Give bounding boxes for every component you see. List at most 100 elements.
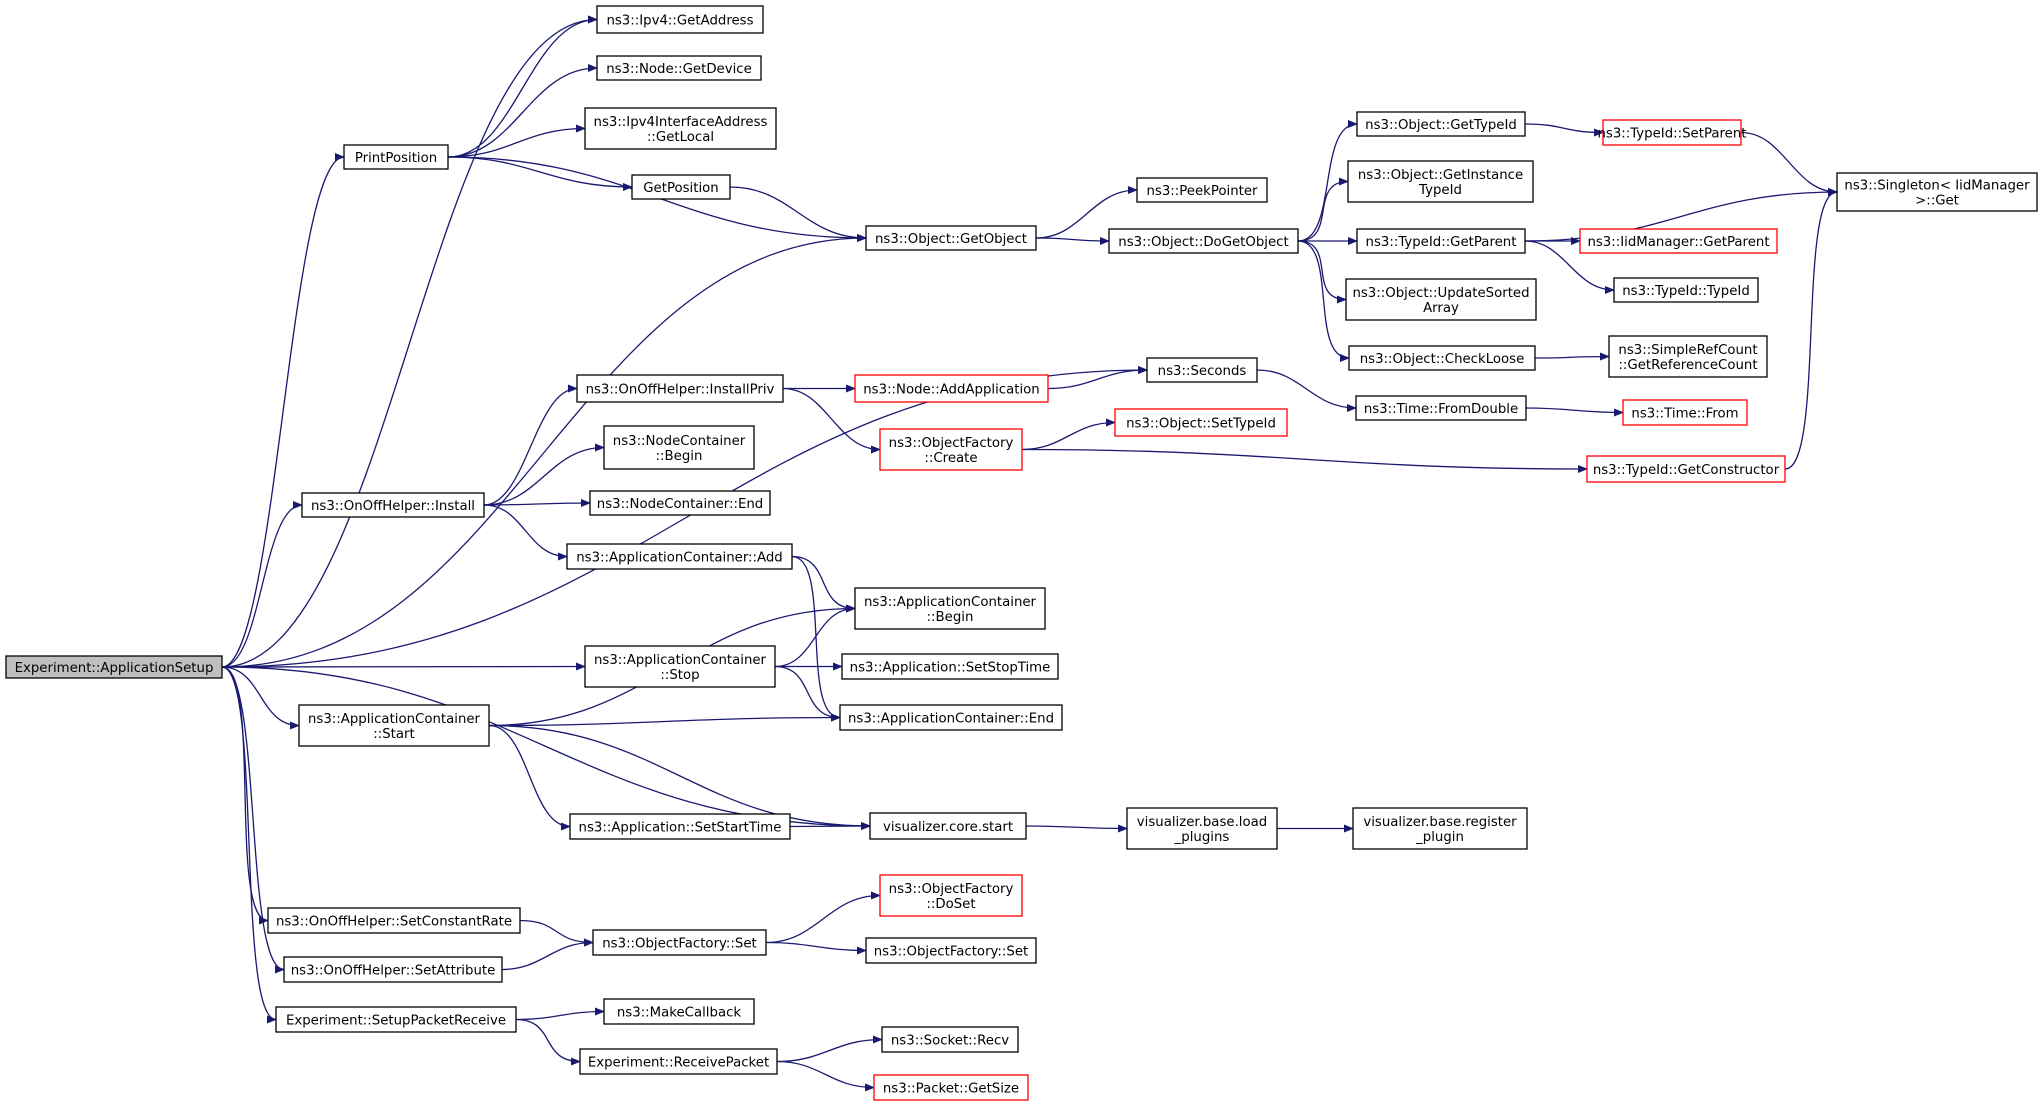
edge-object-getobject-to-peekpointer	[1035, 186, 1138, 239]
node-visualizer-load-plugins[interactable]: visualizer.base.load_plugins	[1126, 807, 1278, 850]
node-label: ns3::ApplicationContainer::Add	[576, 551, 783, 566]
edge-root-to-object-getobject	[221, 234, 867, 668]
node-time-from[interactable]: ns3::Time::From	[1622, 399, 1748, 426]
node-box	[576, 374, 784, 403]
node-label: PrintPosition	[355, 151, 437, 166]
edge-getposition-to-object-getobject	[729, 186, 867, 242]
node-node-getdevice[interactable]: ns3::Node::GetDevice	[596, 55, 762, 81]
node-receive-packet[interactable]: Experiment::ReceivePacket	[579, 1048, 778, 1075]
node-box	[1586, 455, 1786, 483]
node-object-getobject[interactable]: ns3::Object::GetObject	[865, 225, 1037, 251]
node-object-gettypeid[interactable]: ns3::Object::GetTypeId	[1356, 111, 1526, 137]
node-onoff-setattribute[interactable]: ns3::OnOffHelper::SetAttribute	[283, 956, 503, 983]
node-box	[603, 998, 755, 1025]
node-label: _plugin	[1415, 830, 1464, 845]
node-objectfactory-create[interactable]: ns3::ObjectFactory::Create	[879, 428, 1023, 471]
edge-object-dogetobject-to-object-updatesortedarray	[1297, 240, 1347, 304]
node-box	[589, 490, 771, 516]
edge-object-dogetobject-to-object-getinstancetypeid	[1297, 177, 1349, 242]
node-makecallback[interactable]: ns3::MakeCallback	[603, 998, 755, 1025]
node-appcontainer-start[interactable]: ns3::ApplicationContainer::Start	[298, 704, 490, 747]
node-ipv4-getaddress[interactable]: ns3::Ipv4::GetAddress	[596, 5, 764, 34]
node-appcontainer-stop[interactable]: ns3::ApplicationContainer::Stop	[584, 645, 776, 688]
edge-appcontainer-start-to-appcontainer-end	[488, 713, 841, 727]
node-seconds[interactable]: ns3::Seconds	[1146, 357, 1258, 383]
edge-objectfactory-create-to-object-settypeid	[1021, 418, 1116, 451]
node-singleton-get[interactable]: ns3::Singleton< IidManager >::Get	[1836, 172, 2038, 212]
node-iidmanager-getparent[interactable]: ns3::IidManager::GetParent	[1579, 228, 1778, 254]
edge-seconds-to-time-fromdouble	[1256, 369, 1357, 412]
node-setup-packet-receive[interactable]: Experiment::SetupPacketReceive	[275, 1006, 517, 1033]
edge-appcontainer-stop-to-appcontainer-begin	[774, 604, 856, 668]
node-label: ::Begin	[927, 610, 974, 625]
node-getposition[interactable]: GetPosition	[631, 174, 731, 200]
node-label: visualizer.base.register	[1363, 815, 1517, 830]
node-label: ns3::OnOffHelper::InstallPriv	[586, 383, 775, 398]
node-visualizer-register-plugin[interactable]: visualizer.base.register_plugin	[1352, 807, 1528, 850]
node-typeid-typeid[interactable]: ns3::TypeId::TypeId	[1613, 277, 1759, 303]
node-object-checkloose[interactable]: ns3::Object::CheckLoose	[1348, 345, 1536, 371]
node-typeid-getconstructor[interactable]: ns3::TypeId::GetConstructor	[1586, 455, 1786, 483]
node-label: Array	[1423, 301, 1459, 316]
node-application-setstarttime[interactable]: ns3::Application::SetStartTime	[569, 813, 791, 840]
edge-typeid-getconstructor-to-singleton-get	[1784, 188, 1838, 470]
node-label: ns3::NodeContainer::End	[597, 497, 763, 512]
edge-objectfactory-set1-to-objectfactory-doset	[765, 891, 881, 944]
node-object-settypeid[interactable]: ns3::Object::SetTypeId	[1114, 408, 1288, 437]
node-appcontainer-add[interactable]: ns3::ApplicationContainer::Add	[566, 543, 793, 570]
node-label: ns3::OnOffHelper::SetConstantRate	[276, 915, 512, 930]
node-box	[566, 543, 793, 570]
node-application-setstoptime[interactable]: ns3::Application::SetStopTime	[841, 653, 1059, 680]
node-label: ::Start	[373, 727, 414, 742]
node-box	[1613, 277, 1759, 303]
node-nodecontainer-begin[interactable]: ns3::NodeContainer::Begin	[603, 425, 755, 470]
node-label: _plugins	[1174, 830, 1230, 845]
edge-root-to-onoff-setattribute	[221, 666, 285, 974]
node-onoff-installpriv[interactable]: ns3::OnOffHelper::InstallPriv	[576, 374, 784, 403]
node-node-addapplication[interactable]: ns3::Node::AddApplication	[854, 374, 1049, 403]
node-label: ns3::Node::AddApplication	[863, 383, 1039, 398]
node-box	[854, 587, 1046, 630]
edge-root-to-print-position	[221, 153, 345, 668]
node-label: TypeId	[1418, 183, 1462, 198]
node-objectfactory-doset[interactable]: ns3::ObjectFactory::DoSet	[879, 874, 1023, 917]
node-label: ::DoSet	[926, 897, 975, 912]
edge-appcontainer-start-to-application-setstarttime	[488, 724, 571, 831]
node-objectfactory-set2[interactable]: ns3::ObjectFactory::Set	[865, 937, 1037, 964]
node-root[interactable]: Experiment::ApplicationSetup	[5, 655, 223, 679]
node-box	[298, 704, 490, 747]
node-socket-recv[interactable]: ns3::Socket::Recv	[881, 1026, 1019, 1053]
node-appcontainer-begin[interactable]: ns3::ApplicationContainer::Begin	[854, 587, 1046, 630]
edge-onoff-install-to-appcontainer-add	[483, 504, 568, 561]
node-onoff-setconstantrate[interactable]: ns3::OnOffHelper::SetConstantRate	[267, 907, 521, 934]
node-label: ns3::Time::From	[1631, 407, 1738, 422]
edge-onoff-setattribute-to-objectfactory-set1	[501, 938, 594, 971]
node-typeid-getparent[interactable]: ns3::TypeId::GetParent	[1356, 228, 1526, 254]
node-onoff-install[interactable]: ns3::OnOffHelper::Install	[301, 492, 485, 518]
node-label: ::GetLocal	[647, 130, 714, 145]
node-label: ::Stop	[660, 668, 699, 683]
node-packet-getsize[interactable]: ns3::Packet::GetSize	[873, 1074, 1029, 1101]
node-print-position[interactable]: PrintPosition	[343, 144, 449, 170]
node-nodecontainer-end[interactable]: ns3::NodeContainer::End	[589, 490, 771, 516]
node-label: ns3::Ipv4::GetAddress	[606, 14, 753, 29]
node-peekpointer[interactable]: ns3::PeekPointer	[1136, 177, 1268, 203]
node-visualizer-core-start[interactable]: visualizer.core.start	[869, 812, 1027, 840]
node-label: ns3::TypeId::GetConstructor	[1593, 463, 1780, 478]
node-label: ns3::TypeId::GetParent	[1366, 235, 1517, 250]
node-label: ns3::MakeCallback	[617, 1006, 742, 1021]
node-appcontainer-end[interactable]: ns3::ApplicationContainer::End	[839, 704, 1063, 731]
edge-object-checkloose-to-simplerefcount-getrefcount	[1534, 352, 1610, 361]
node-box	[5, 655, 223, 679]
node-time-fromdouble[interactable]: ns3::Time::FromDouble	[1355, 395, 1527, 421]
node-label: ns3::Time::FromDouble	[1364, 402, 1518, 417]
node-typeid-setparent[interactable]: ns3::TypeId::SetParent	[1597, 119, 1747, 146]
node-label: Experiment::ApplicationSetup	[15, 661, 214, 676]
edge-object-dogetobject-to-object-checkloose	[1297, 240, 1350, 362]
node-simplerefcount-getrefcount[interactable]: ns3::SimpleRefCount::GetReferenceCount	[1608, 335, 1768, 378]
node-objectfactory-set1[interactable]: ns3::ObjectFactory::Set	[592, 929, 767, 956]
node-object-dogetobject[interactable]: ns3::Object::DoGetObject	[1108, 228, 1299, 254]
node-ipv4ifaddr-getlocal[interactable]: ns3::Ipv4InterfaceAddress::GetLocal	[584, 107, 777, 150]
